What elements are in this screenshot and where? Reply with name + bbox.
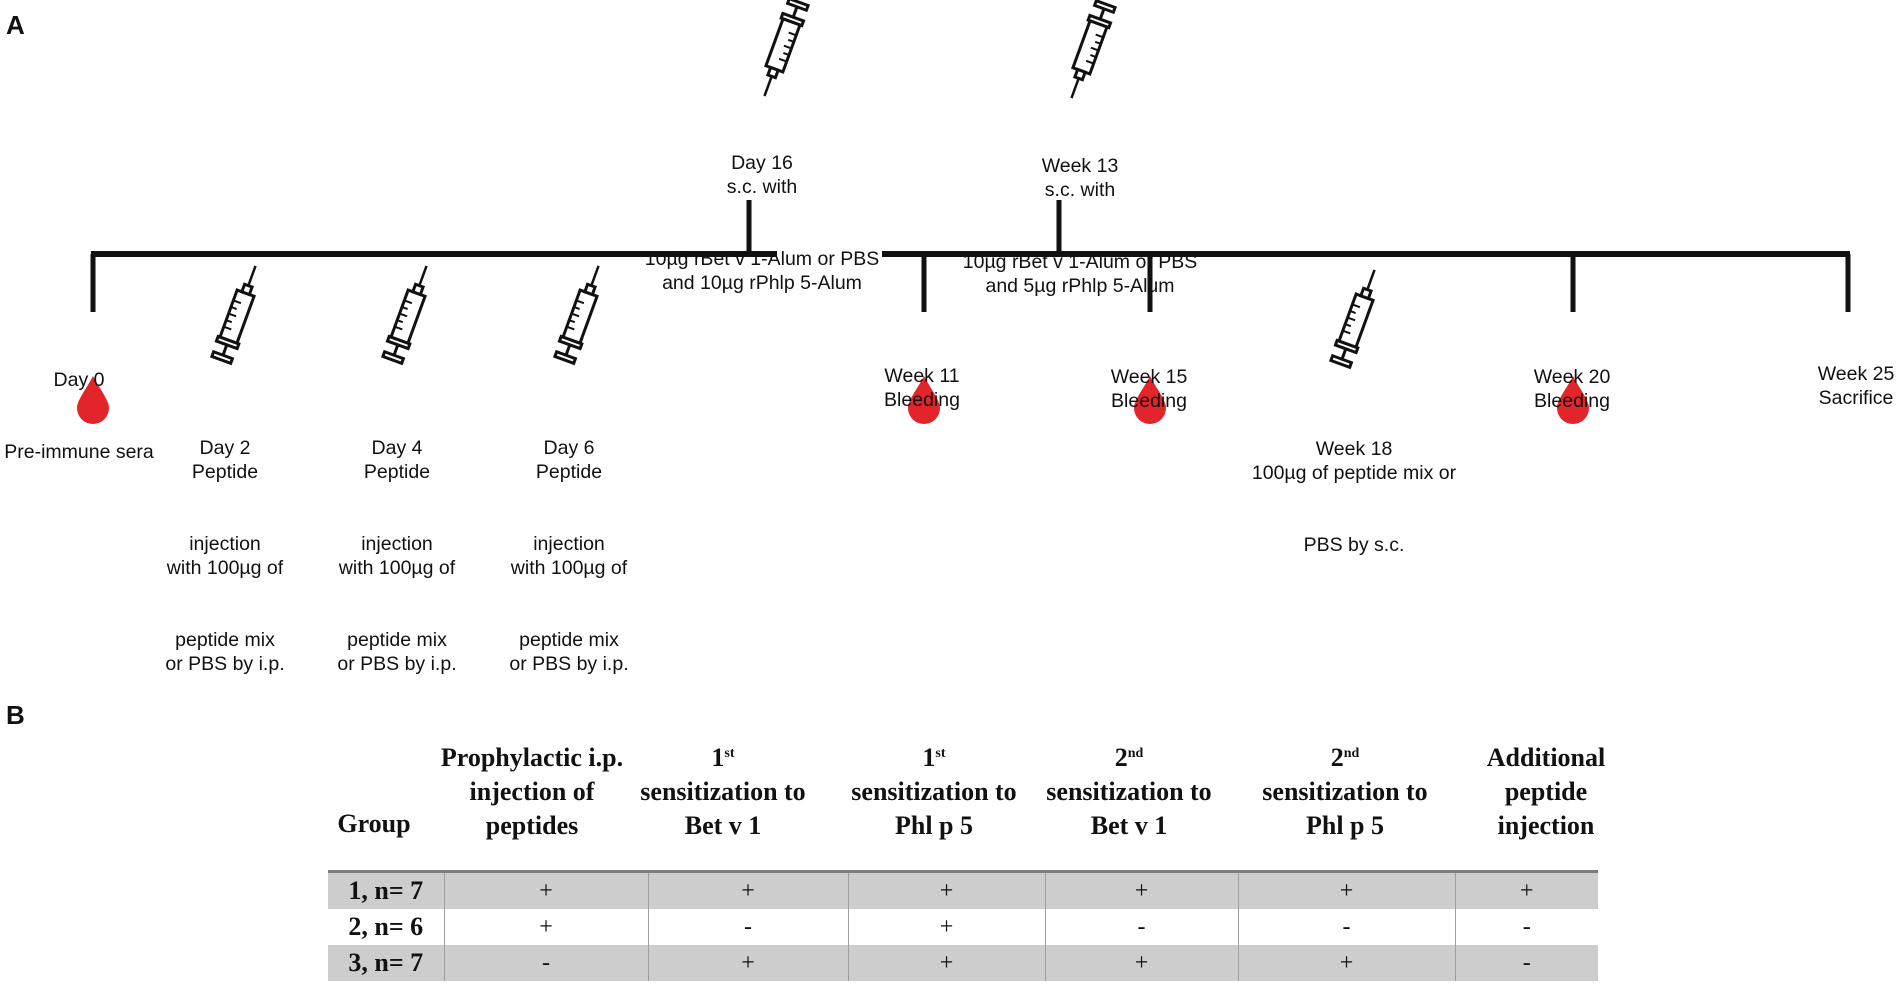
syringe-icon	[1328, 264, 1387, 370]
table-top-rule	[328, 870, 1598, 873]
value-cell: +	[1455, 873, 1598, 909]
header-prophylactic: Prophylactic i.p. injection of peptides	[440, 743, 624, 840]
value-cell: +	[648, 873, 849, 909]
value-cell: -	[648, 909, 849, 945]
value-cell: -	[1238, 909, 1456, 945]
table-row: 3, n= 7 - + + + + -	[328, 945, 1598, 981]
header-additional: Additional peptide injection	[1486, 743, 1606, 840]
table-row: 1, n= 7 + + + + + +	[328, 873, 1598, 909]
group-cell: 1, n= 7	[328, 873, 445, 909]
value-cell: +	[1238, 945, 1456, 981]
syringe-icon	[552, 260, 611, 366]
value-cell: -	[444, 945, 649, 981]
panel-label-b: B	[6, 700, 25, 730]
value-cell: -	[1455, 909, 1598, 945]
value-cell: +	[1238, 873, 1456, 909]
header-sens1-bet: 1st sensitization to Bet v 1	[640, 743, 806, 840]
value-cell: +	[848, 873, 1046, 909]
header-group: Group	[337, 809, 411, 838]
table-row: 2, n= 6 + - + - - -	[328, 909, 1598, 945]
panel-label-a: A	[6, 10, 25, 40]
value-cell: +	[848, 909, 1046, 945]
group-cell: 3, n= 7	[328, 945, 445, 981]
syringe-icon	[1059, 0, 1118, 104]
value-cell: +	[444, 909, 649, 945]
groups-table: 1, n= 7 + + + + + + 2, n= 6 + - + - - - …	[328, 873, 1598, 981]
syringe-icon	[380, 260, 439, 366]
value-cell: +	[444, 873, 649, 909]
header-sens1-phl: 1st sensitization to Phl p 5	[851, 743, 1017, 840]
value-cell: +	[648, 945, 849, 981]
value-cell: +	[1045, 945, 1239, 981]
group-cell: 2, n= 6	[328, 909, 445, 945]
event-day0: Day 0 Pre-immune sera	[4, 369, 154, 463]
value-cell: +	[848, 945, 1046, 981]
header-sens2-bet: 2nd sensitization to Bet v 1	[1046, 743, 1212, 840]
syringe-icon	[209, 260, 268, 366]
syringe-icon	[752, 0, 811, 102]
value-cell: -	[1455, 945, 1598, 981]
header-sens2-phl: 2nd sensitization to Phl p 5	[1262, 743, 1428, 840]
value-cell: +	[1045, 873, 1239, 909]
value-cell: -	[1045, 909, 1239, 945]
